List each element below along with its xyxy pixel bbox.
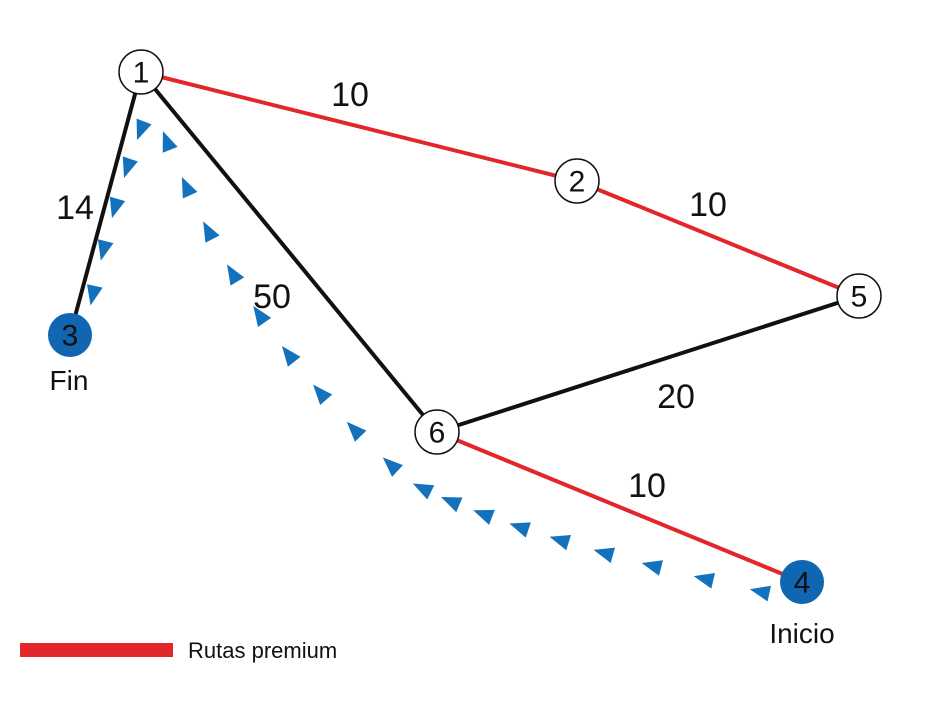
route-arrow-0 bbox=[749, 585, 772, 602]
node-5: 5 bbox=[836, 273, 882, 319]
route-arrow-17 bbox=[162, 131, 178, 153]
edge-weight-6-5: 20 bbox=[657, 378, 695, 416]
shortest-route bbox=[87, 118, 772, 602]
node-5-circle bbox=[836, 273, 882, 319]
edge-weight-2-5: 10 bbox=[689, 186, 727, 224]
route-arrow-9 bbox=[382, 457, 403, 477]
edge-weight-1-6: 50 bbox=[253, 278, 291, 316]
legend: Rutas premium bbox=[20, 638, 337, 663]
route-arrow-5 bbox=[509, 522, 531, 538]
edge-weight-6-4: 10 bbox=[628, 467, 666, 505]
route-arrow-20 bbox=[109, 196, 126, 219]
node-3-caption: Fin bbox=[50, 365, 89, 396]
edge-1-3 bbox=[68, 71, 143, 336]
node-5-label: 5 bbox=[851, 281, 868, 314]
node-6-circle bbox=[414, 409, 460, 455]
route-arrow-22 bbox=[87, 284, 103, 306]
node-4-label: 4 bbox=[794, 567, 811, 600]
route-arrow-2 bbox=[641, 560, 664, 576]
node-1-circle bbox=[118, 49, 164, 95]
route-arrow-21 bbox=[97, 239, 114, 261]
edge-2-5 bbox=[576, 179, 860, 298]
route-arrow-4 bbox=[549, 535, 571, 551]
route-arrow-12 bbox=[281, 345, 301, 367]
node-1-label: 1 bbox=[133, 57, 150, 90]
edge-6-5 bbox=[436, 294, 860, 434]
node-2-circle bbox=[554, 158, 600, 204]
route-arrow-8 bbox=[412, 483, 435, 500]
route-arrow-18 bbox=[136, 118, 152, 141]
node-4-caption: Inicio bbox=[769, 618, 834, 649]
edge-weight-1-2: 10 bbox=[331, 76, 369, 114]
route-arrow-14 bbox=[227, 264, 245, 286]
edge-weight-1-3: 14 bbox=[56, 189, 94, 227]
route-arrow-13 bbox=[253, 305, 272, 327]
edge-1-2 bbox=[140, 70, 578, 183]
route-arrow-1 bbox=[693, 573, 716, 589]
route-arrow-16 bbox=[181, 176, 198, 199]
node-2: 2 bbox=[554, 158, 600, 204]
route-arrow-10 bbox=[346, 421, 367, 442]
node-3-circle bbox=[48, 313, 92, 357]
node-6: 6 bbox=[414, 409, 460, 455]
node-4-circle bbox=[780, 560, 824, 604]
legend-premium-label: Rutas premium bbox=[188, 638, 337, 663]
node-1: 1 bbox=[118, 49, 164, 95]
node-6-label: 6 bbox=[429, 417, 446, 450]
edge-6-4 bbox=[436, 430, 803, 584]
route-arrow-3 bbox=[593, 547, 616, 564]
route-arrow-11 bbox=[313, 384, 333, 405]
route-arrow-15 bbox=[203, 221, 220, 243]
node-2-label: 2 bbox=[569, 166, 586, 199]
route-arrow-7 bbox=[440, 496, 463, 513]
route-arrow-6 bbox=[473, 509, 495, 525]
node-3-label: 3 bbox=[62, 320, 79, 353]
route-arrow-19 bbox=[122, 156, 138, 178]
legend-premium-swatch bbox=[20, 643, 173, 657]
edge-1-6 bbox=[139, 70, 439, 434]
